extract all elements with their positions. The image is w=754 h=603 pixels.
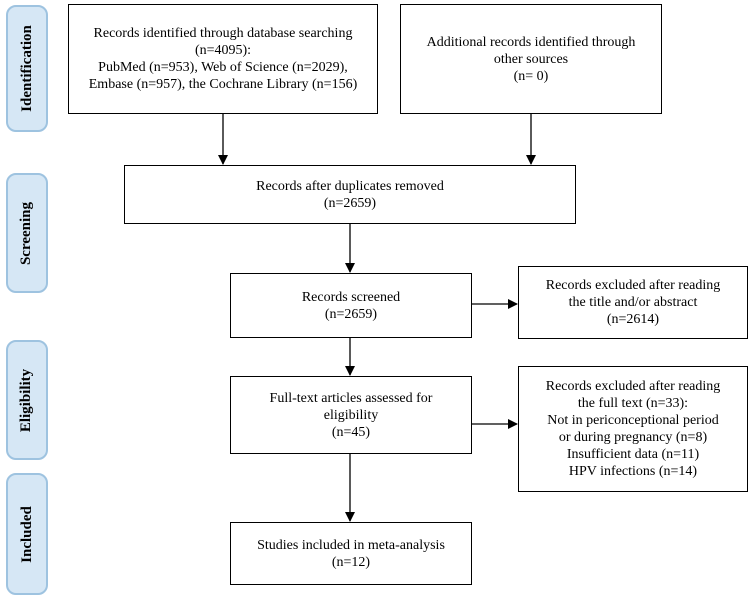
phase-included: Included	[6, 473, 48, 595]
phase-eligibility: Eligibility	[6, 340, 48, 460]
box-line: Records excluded after reading	[545, 278, 721, 293]
box-line: Not in periconceptional period	[547, 413, 719, 428]
box-additional-records: Additional records identified through ot…	[400, 4, 662, 114]
box-line: Records screened	[301, 289, 401, 305]
phase-screening: Screening	[6, 173, 48, 293]
box-line: or during pregnancy (n=8)	[558, 430, 708, 445]
box-line: PubMed (n=953), Web of Science (n=2029),	[98, 60, 348, 75]
box-studies-included: Studies included in meta-analysis (n=12)	[230, 522, 472, 585]
box-line: Insufficient data (n=11)	[566, 447, 700, 462]
box-line: (n=12)	[331, 554, 371, 570]
box-line: (n=2659)	[323, 195, 377, 211]
box-line: Records after duplicates removed	[256, 178, 444, 194]
box-line: HPV infections (n=14)	[568, 464, 698, 479]
box-database-records: Records identified through database sear…	[68, 4, 378, 114]
box-line: (n=4095):	[194, 43, 252, 58]
box-duplicates-removed: Records after duplicates removed (n=2659…	[124, 165, 576, 224]
box-records-screened: Records screened (n=2659)	[230, 273, 472, 338]
box-line: (n=45)	[331, 424, 371, 440]
box-fulltext-assessed: Full-text articles assessed for eligibil…	[230, 376, 472, 454]
phase-identification: Identification	[6, 5, 48, 132]
box-line: eligibility	[323, 407, 379, 423]
box-line: Additional records identified through	[426, 34, 636, 50]
box-excluded-title-abstract: Records excluded after reading the title…	[518, 266, 748, 339]
box-line: Records excluded after reading	[545, 379, 721, 394]
box-excluded-fulltext: Records excluded after reading the full …	[518, 366, 748, 492]
box-line: (n=2659)	[324, 306, 378, 322]
box-line: other sources	[493, 51, 569, 67]
box-line: Embase (n=957), the Cochrane Library (n=…	[88, 77, 358, 92]
box-line: the full text (n=33):	[577, 396, 689, 411]
box-line: the title and/or abstract	[568, 295, 698, 310]
box-line: Records identified through database sear…	[93, 26, 353, 41]
box-line: (n= 0)	[513, 68, 549, 84]
box-line: Full-text articles assessed for	[269, 390, 433, 406]
box-line: Studies included in meta-analysis	[257, 537, 445, 553]
box-line: (n=2614)	[606, 312, 660, 327]
